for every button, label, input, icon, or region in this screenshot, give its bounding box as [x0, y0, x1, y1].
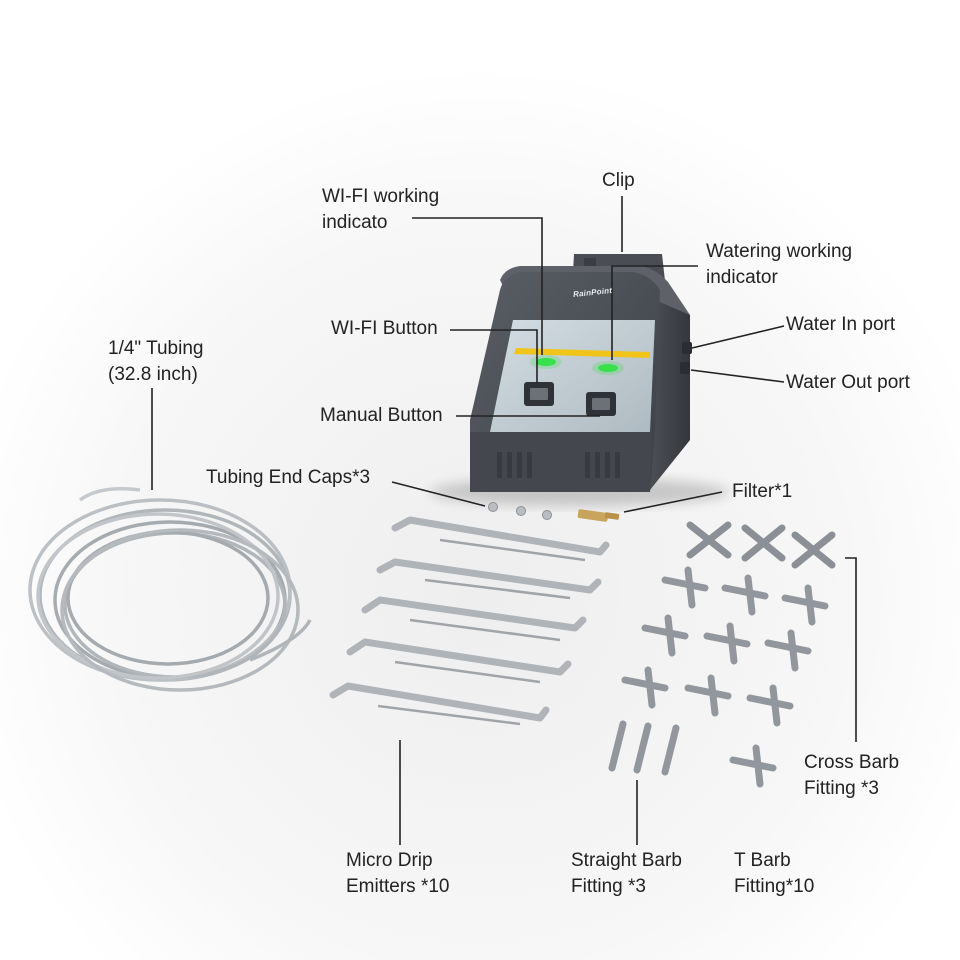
cross-barb-label: Cross Barb Fitting *3 [804, 750, 899, 802]
end-caps-leader [391, 481, 486, 507]
yellow-stripe [514, 348, 650, 358]
water-in-port [682, 342, 692, 354]
micro-drip-emitters [329, 516, 610, 722]
wifi-led-icon [536, 358, 556, 366]
micro-drip-label-line1: Micro Drip [346, 850, 433, 871]
cross-barb-label-line2: Fitting *3 [804, 778, 879, 799]
coiled-tubing [28, 487, 312, 692]
straight-barb-label-line2: Fitting *3 [571, 876, 646, 897]
t-barb-label: T Barb Fitting*10 [734, 848, 814, 900]
straight-barb-label-line1: Straight Barb [571, 850, 682, 871]
clip-label: Clip [602, 170, 635, 191]
water-out-label: Water Out port [786, 372, 910, 393]
cross-barb-label-line1: Cross Barb [804, 752, 900, 773]
micro-drip-label: Micro Drip Emitters *10 [346, 848, 449, 900]
manual-button-label: Manual Button [320, 405, 443, 426]
tubing-label: 1/4" Tubing (32.8 inch) [108, 336, 203, 388]
wifi-indicator-label-line1: WI-FI working [322, 186, 440, 207]
filter-leader [623, 491, 723, 513]
wifi-button-leader [450, 329, 538, 383]
cross-barb-fittings [686, 521, 836, 569]
wifi-indicator-label-line2: indicato [322, 212, 388, 233]
tubing-end-caps [488, 502, 552, 520]
controller-device [430, 254, 730, 506]
t-barb-fittings [621, 566, 829, 788]
wifi-indicator-label: WI-FI working indicato [322, 184, 439, 236]
wifi-indicator-leader [412, 217, 543, 355]
water-out-port [680, 362, 690, 374]
straight-barb-label: Straight Barb Fitting *3 [571, 848, 682, 900]
watering-indicator-label-line1: Watering working [706, 241, 853, 262]
wifi-button-label: WI-FI Button [331, 318, 438, 339]
watering-led-icon [598, 364, 618, 372]
tubing-label-line1: 1/4" Tubing [108, 338, 204, 359]
water-out-leader [690, 369, 785, 383]
filter-label: Filter*1 [732, 481, 793, 502]
straight-barb-fittings [608, 720, 680, 776]
tubing-label-line2: (32.8 inch) [108, 364, 198, 385]
cross-barb-leader [845, 557, 857, 742]
watering-indicator-label: Watering working indicator [706, 239, 852, 291]
watering-indicator-leader [611, 265, 698, 360]
end-caps-label: Tubing End Caps*3 [206, 467, 371, 488]
watering-indicator-label-line2: indicator [706, 267, 778, 288]
micro-drip-label-line2: Emitters *10 [346, 876, 450, 897]
filter-part [577, 509, 620, 522]
water-in-label: Water In port [786, 314, 896, 335]
t-barb-label-line2: Fitting*10 [734, 876, 815, 897]
t-barb-label-line1: T Barb [734, 850, 791, 871]
water-in-leader [691, 325, 785, 349]
